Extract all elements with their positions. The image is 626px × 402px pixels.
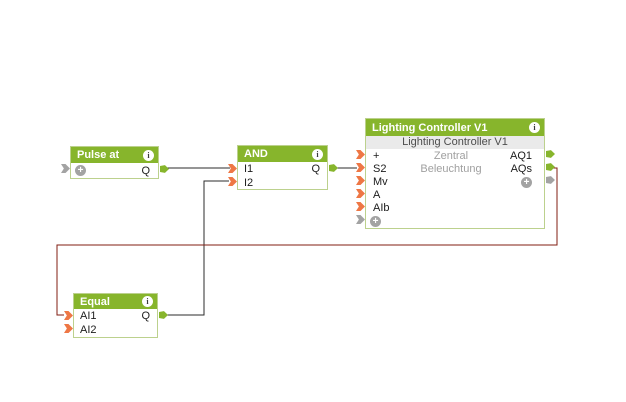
input-label-ai1: AI1 <box>80 310 97 322</box>
lighting-mv-input-connector[interactable] <box>356 176 365 185</box>
output-label-q: Q <box>311 163 320 175</box>
block-row: A <box>366 188 544 201</box>
pulse-at-q-output-connector[interactable] <box>160 165 169 173</box>
function-block-equal[interactable]: Equal i AI1 Q AI2 <box>73 293 158 338</box>
block-row: + Zentral AQ1 <box>366 149 544 162</box>
lighting-aq1-output-connector[interactable] <box>546 150 555 158</box>
pulse-at-input-connector[interactable] <box>61 164 70 173</box>
info-icon[interactable]: i <box>312 148 323 160</box>
block-header: Equal i <box>74 294 157 309</box>
info-icon[interactable]: i <box>143 149 154 161</box>
lighting-plus-input-connector[interactable] <box>356 150 365 159</box>
input-label-plus: + <box>373 149 380 162</box>
input-label-s2: S2 <box>373 162 387 175</box>
block-row: S2 Beleuchtung AQs <box>366 162 544 175</box>
block-row: + <box>366 214 544 228</box>
block-title: Equal <box>80 295 110 308</box>
and-i2-input-connector[interactable] <box>228 177 237 186</box>
block-row: Mv + <box>366 175 544 188</box>
center-label-beleuchtung: Beleuchtung <box>420 162 482 175</box>
and-i1-input-connector[interactable] <box>228 164 237 173</box>
output-label-q: Q <box>141 164 150 177</box>
input-label-a: A <box>373 188 381 201</box>
block-row: + Q <box>71 163 158 178</box>
equal-ai2-input-connector[interactable] <box>64 324 73 333</box>
output-label-q: Q <box>141 310 150 322</box>
block-row: I2 <box>238 176 327 189</box>
lighting-aib-input-connector[interactable] <box>356 202 365 211</box>
block-row: I1 Q <box>238 162 327 176</box>
block-title: Pulse at <box>77 149 120 161</box>
block-title: AND <box>244 148 268 160</box>
block-row: AI1 Q <box>74 309 157 323</box>
function-block-lighting-controller[interactable]: Lighting Controller V1 i Lighting Contro… <box>365 118 545 229</box>
info-icon[interactable]: i <box>529 122 540 133</box>
lighting-aqs-output-connector[interactable] <box>546 163 555 171</box>
lighting-a-input-connector[interactable] <box>356 189 365 198</box>
block-header: AND i <box>238 146 327 162</box>
wire-equal-q-to-and-i2[interactable] <box>165 180 229 316</box>
and-q-output-connector[interactable] <box>329 164 338 172</box>
block-header: Pulse at i <box>71 147 158 163</box>
lighting-s2-input-connector[interactable] <box>356 163 365 172</box>
equal-ai1-input-connector[interactable] <box>64 311 73 320</box>
input-label-aib: AIb <box>373 201 390 214</box>
block-subtitle: Lighting Controller V1 <box>366 136 544 149</box>
input-label-mv: Mv <box>373 175 388 188</box>
output-label-aqs: AQs <box>510 162 532 175</box>
lighting-extra-output-connector[interactable] <box>546 176 555 184</box>
function-block-and[interactable]: AND i I1 Q I2 <box>237 145 328 190</box>
info-icon[interactable]: i <box>142 296 153 307</box>
wire-lighting-aqs-to-equal-ai1[interactable] <box>56 167 558 316</box>
add-output-icon[interactable]: + <box>521 176 532 188</box>
input-label-ai2: AI2 <box>80 324 97 336</box>
input-label-i2: I2 <box>244 176 254 189</box>
equal-q-output-connector[interactable] <box>159 311 168 319</box>
block-header: Lighting Controller V1 i <box>366 119 544 136</box>
add-input-icon[interactable]: + <box>370 216 381 227</box>
function-block-pulse-at[interactable]: Pulse at i + Q <box>70 146 159 179</box>
block-title: Lighting Controller V1 <box>372 121 488 134</box>
output-label-aq1: AQ1 <box>509 149 532 162</box>
input-label-i1: I1 <box>244 163 254 175</box>
lighting-extra-input-connector[interactable] <box>356 215 365 224</box>
center-label-zentral: Zentral <box>433 149 469 162</box>
block-row: AI2 <box>74 323 157 337</box>
block-row: AIb <box>366 201 544 214</box>
add-input-icon[interactable]: + <box>75 165 86 176</box>
